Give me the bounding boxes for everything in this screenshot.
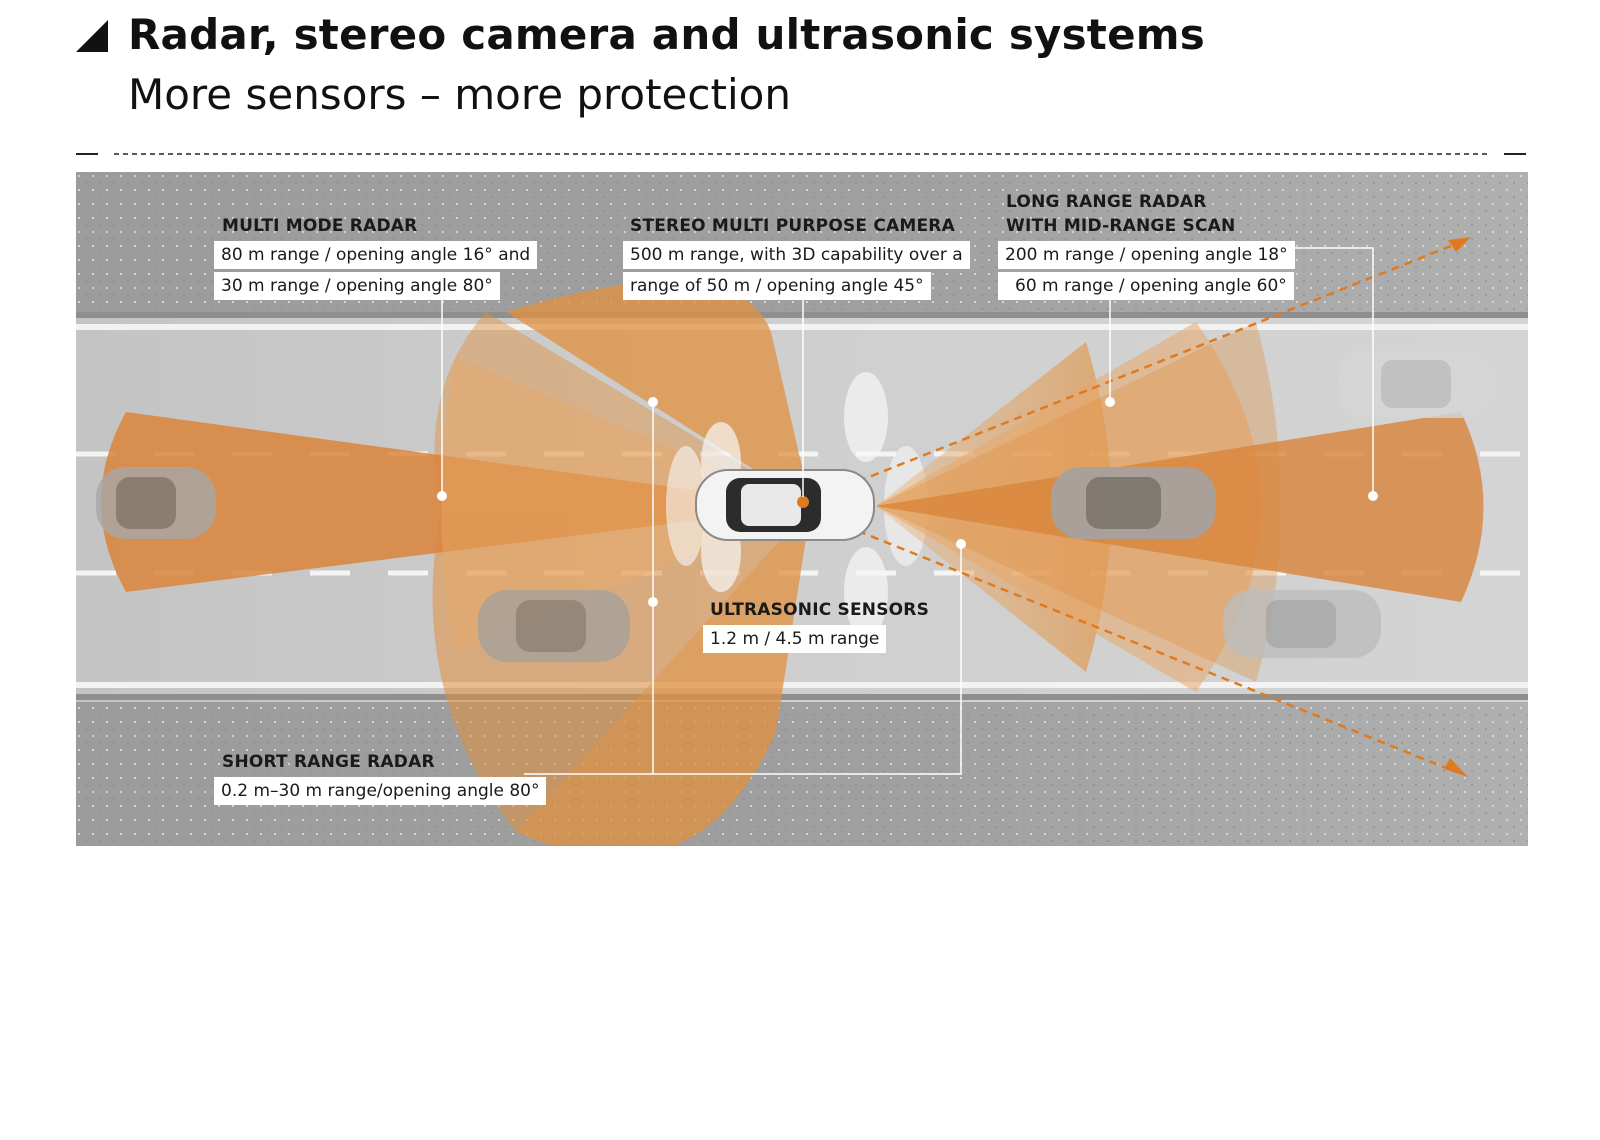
vehicle-front-left-lane [1223, 590, 1381, 658]
page-title: Radar, stereo camera and ultrasonic syst… [128, 10, 1205, 59]
vehicle-front-right [1338, 350, 1496, 418]
long-range-radar-line1: 200 m range / opening angle 18° [998, 241, 1295, 269]
stereo-camera-line2: range of 50 m / opening angle 45° [623, 272, 931, 300]
title-triangle-icon [76, 20, 108, 52]
vehicle-rear-left [478, 590, 630, 662]
ultrasonic-heading: ULTRASONIC SENSORS [710, 600, 930, 620]
multi-mode-radar-line1: 80 m range / opening angle 16° and [214, 241, 538, 269]
multi-mode-radar-heading: MULTI MODE RADAR [222, 216, 418, 236]
ego-vehicle [695, 469, 875, 541]
ultrasonic-line1: 1.2 m / 4.5 m range [703, 625, 887, 653]
stereo-camera-line1: 500 m range, with 3D capability over a [623, 241, 970, 269]
header-divider [76, 153, 1526, 155]
stereo-camera-heading: STEREO MULTI PURPOSE CAMERA [630, 216, 955, 236]
page-subtitle: More sensors – more protection [128, 70, 791, 119]
vehicle-rear [96, 467, 216, 539]
sensor-diagram [76, 172, 1528, 846]
long-range-radar-heading1: LONG RANGE RADAR [1006, 192, 1207, 212]
long-range-radar-line2: 60 m range / opening angle 60° [998, 272, 1294, 300]
multi-mode-radar-line2: 30 m range / opening angle 80° [214, 272, 500, 300]
short-range-radar-heading: SHORT RANGE RADAR [222, 752, 435, 772]
short-range-radar-line1: 0.2 m–30 m range/opening angle 80° [214, 777, 547, 805]
vehicle-front-center [1051, 467, 1216, 539]
long-range-radar-heading2: WITH MID-RANGE SCAN [1006, 216, 1236, 236]
